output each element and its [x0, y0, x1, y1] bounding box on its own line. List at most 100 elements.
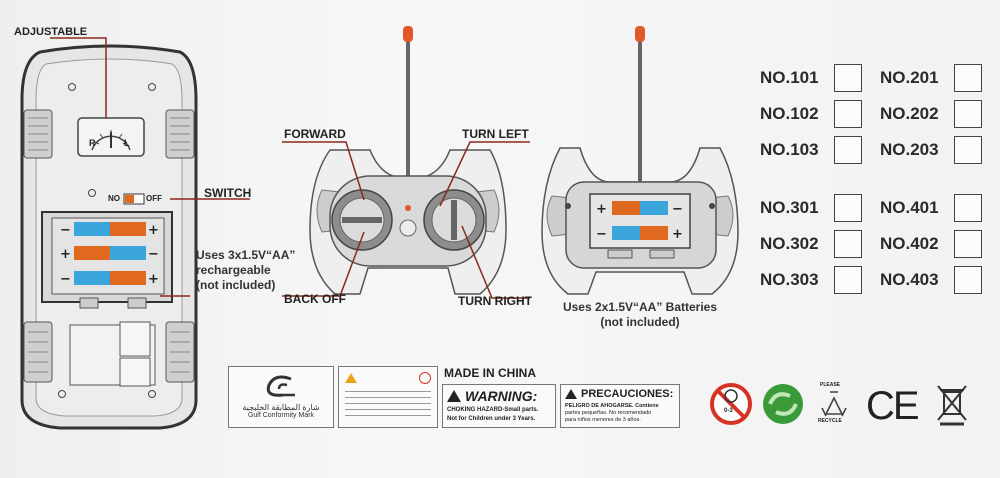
model-checkbox[interactable] [954, 136, 982, 164]
gulf-conformity-card: شارة المطابقة الخليجية Gulf Conformity M… [228, 366, 334, 428]
controller-leader-lines [282, 141, 530, 299]
forward-label: FORWARD [284, 127, 346, 141]
controller-back: + − − + [541, 26, 739, 295]
car-batteries: −+ +− −+ [60, 222, 159, 287]
no-small-parts-icon [419, 372, 431, 384]
choking-hazard-tail: -Small parts. [502, 407, 539, 413]
dial-l-label: L [124, 138, 130, 148]
choking-hazard-text: CHOKING HAZARD [447, 407, 503, 413]
model-number: NO.301 [760, 198, 819, 217]
made-in-china-label: MADE IN CHINA [444, 366, 536, 380]
age-restriction-text: Not for Children under 3 Years. [447, 416, 536, 422]
svg-text:−: − [596, 227, 607, 242]
svg-text:−: − [672, 202, 683, 217]
model-number: NO.302 [760, 234, 819, 253]
model-option[interactable]: NO.303 [760, 266, 862, 294]
controller-battery-note-line: Uses 2x1.5V“AA” Batteries [562, 300, 718, 314]
ce-mark: CE [866, 384, 920, 428]
precaution-line-1: PELIGRO DE AHOGARSE. Contiene [565, 403, 659, 409]
warning-triangle-icon [565, 389, 577, 399]
model-option[interactable]: NO.302 [760, 230, 862, 258]
gulf-arabic-text: شارة المطابقة الخليجية [242, 403, 320, 412]
svg-text:+: + [596, 202, 607, 217]
model-option[interactable]: NO.401 [880, 194, 982, 222]
model-checkbox[interactable] [954, 64, 982, 92]
recycle-top-label: PLEASE [820, 382, 841, 388]
controller-battery-note: Uses 2x1.5V“AA” Batteries (not included) [560, 300, 720, 330]
model-number: NO.201 [880, 68, 939, 87]
controller-front [309, 26, 507, 295]
svg-text:+: + [148, 223, 159, 238]
switch-no-label: NO [108, 194, 120, 203]
precaution-line-1-tail: Contiene [635, 403, 659, 409]
precaution-line-2-text: partes pequeñas. [565, 410, 608, 416]
precaution-line-2: partes pequeñas. No recomendado [565, 410, 651, 416]
svg-text:+: + [148, 272, 159, 287]
precaution-line-1-text: PELIGRO DE AHOGARSE. [565, 403, 634, 409]
controller-battery-note-line: (not included) [600, 315, 680, 329]
model-number: NO.103 [760, 140, 819, 159]
model-checkbox[interactable] [954, 194, 982, 222]
model-option[interactable]: NO.202 [880, 100, 982, 128]
precaution-line-2-tail: No recomendado [609, 410, 652, 416]
model-number: NO.402 [880, 234, 939, 253]
model-option[interactable]: NO.101 [760, 64, 862, 92]
back-off-label: BACK OFF [284, 292, 346, 306]
car-top-view [20, 44, 198, 430]
svg-text:+: + [60, 247, 71, 262]
car-battery-note-line: Uses 3x1.5V“AA” [196, 248, 296, 262]
model-option[interactable]: NO.103 [760, 136, 862, 164]
recycle-bottom-label: RECYCLE [818, 418, 842, 424]
no-under-3-icon [710, 383, 752, 425]
car-battery-note-line: (not included) [196, 278, 276, 292]
precaution-line-3: para niños menores de 3 años. [565, 417, 641, 423]
model-checkbox[interactable] [834, 194, 862, 222]
weee-bin-icon [937, 385, 967, 426]
car-battery-note: Uses 3x1.5V“AA” rechargeable (not includ… [196, 248, 295, 293]
model-number: NO.202 [880, 104, 939, 123]
model-option[interactable]: NO.201 [880, 64, 982, 92]
model-checkbox[interactable] [954, 266, 982, 294]
model-checkbox[interactable] [834, 64, 862, 92]
model-option[interactable]: NO.203 [880, 136, 982, 164]
model-option[interactable]: NO.403 [880, 266, 982, 294]
precaution-card: PRECAUCIONES: PELIGRO DE AHOGARSE. Conti… [560, 384, 680, 428]
adjustable-label: ADJUSTABLE [14, 26, 88, 38]
age-icon-label: 0-3 [724, 408, 733, 414]
svg-text:−: − [60, 272, 71, 287]
model-checkbox[interactable] [834, 230, 862, 258]
precaution-title: PRECAUCIONES: [581, 388, 674, 400]
car-leader-lines [50, 37, 250, 297]
svg-text:−: − [148, 247, 159, 262]
model-checkbox[interactable] [834, 136, 862, 164]
model-option[interactable]: NO.301 [760, 194, 862, 222]
model-checkbox[interactable] [954, 100, 982, 128]
green-dot-icon [763, 384, 803, 424]
model-option[interactable]: NO.402 [880, 230, 982, 258]
switch-off-label: OFF [146, 194, 162, 203]
model-number: NO.101 [760, 68, 819, 87]
dial-r-label: R [89, 138, 96, 148]
model-checkbox[interactable] [834, 266, 862, 294]
model-number: NO.203 [880, 140, 939, 159]
gulf-english-text: Gulf Conformity Mark [247, 412, 315, 419]
choking-warning-card: WARNING: CHOKING HAZARD-Small parts. Not… [442, 384, 556, 428]
car-battery-note-line: rechargeable [196, 263, 271, 277]
recycle-icon [821, 391, 847, 417]
model-number: NO.102 [760, 104, 819, 123]
model-checkbox[interactable] [834, 100, 862, 128]
turn-right-label: TURN RIGHT [458, 294, 532, 308]
model-number: NO.303 [760, 270, 819, 289]
model-checkbox[interactable] [954, 230, 982, 258]
choking-hazard-line: CHOKING HAZARD-Small parts. [447, 407, 538, 413]
gulf-mark-icon [266, 375, 295, 397]
switch-label: SWITCH [204, 186, 252, 200]
warning-triangle-icon [345, 373, 357, 383]
svg-text:+: + [672, 227, 683, 242]
model-number: NO.401 [880, 198, 939, 217]
turn-left-label: TURN LEFT [462, 127, 529, 141]
model-option[interactable]: NO.102 [760, 100, 862, 128]
warning-triangle-icon [447, 390, 461, 402]
